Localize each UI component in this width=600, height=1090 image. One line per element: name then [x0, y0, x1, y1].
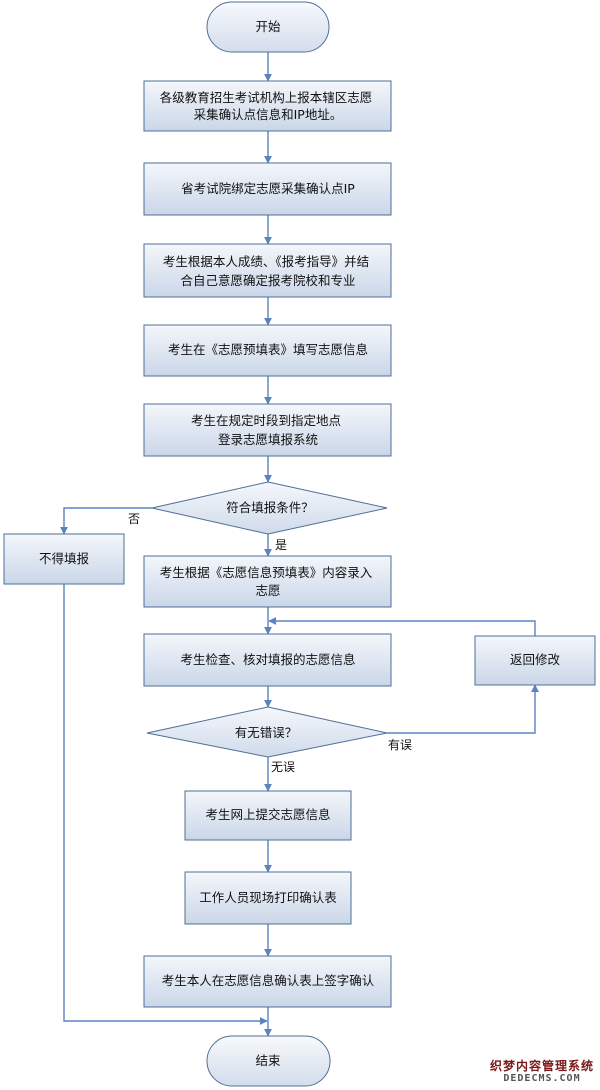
node-step6: 考生根据《志愿信息预填表》内容录入 志愿 — [143, 555, 392, 608]
node-step10: 考生本人在志愿信息确认表上签字确认 — [143, 955, 392, 1008]
node-step5-text: 考生在规定时段到指定地点 登录志愿填报系统 — [191, 413, 345, 447]
node-fix-text: 返回修改 — [510, 652, 561, 667]
watermark-line1: 织梦内容管理系统 — [489, 1058, 594, 1073]
node-step6-text: 考生根据《志愿信息预填表》内容录入 志愿 — [160, 565, 377, 598]
node-step8: 考生网上提交志愿信息 — [184, 790, 352, 841]
watermark-line2: DEDECMS.COM — [503, 1073, 581, 1084]
arrow-decision2-to-fix — [387, 684, 539, 734]
node-step7-text: 考生检查、核对填报的志愿信息 — [180, 652, 355, 667]
node-decision1-text: 符合填报条件？ — [226, 500, 314, 515]
node-reject: 不得填报 — [3, 533, 125, 585]
node-step3: 考生根据本人成绩、《报考指导》并结 合自己意愿确定报考院校和专业 — [143, 243, 392, 298]
edge-label-yes: 是 — [275, 538, 287, 552]
node-step8-text: 考生网上提交志愿信息 — [205, 807, 330, 822]
node-step7: 考生检查、核对填报的志愿信息 — [143, 633, 392, 687]
edge-label-no-error: 无误 — [271, 760, 295, 774]
connectors — [60, 52, 539, 1037]
node-step4-text: 考生在《志愿预填表》填写志愿信息 — [168, 342, 368, 357]
node-decision2-text: 有无错误？ — [235, 725, 298, 740]
node-step9-text: 工作人员现场打印确认表 — [199, 890, 337, 905]
arrow-decision1-to-reject — [60, 507, 152, 535]
arrow-fix-to-step7 — [268, 617, 536, 636]
arrow-reject-to-end — [63, 584, 268, 1025]
node-end: 结束 — [206, 1035, 331, 1087]
node-step9: 工作人员现场打印确认表 — [184, 871, 352, 925]
node-fix: 返回修改 — [474, 635, 596, 686]
node-decision1: 符合填报条件？ — [151, 481, 388, 535]
node-step1: 各级教育招生考试机构上报本辖区志愿 采集确认点信息和IP地址。 — [143, 80, 392, 132]
node-step5: 考生在规定时段到指定地点 登录志愿填报系统 — [143, 403, 392, 457]
node-decision2: 有无错误？ — [146, 706, 388, 758]
node-start: 开始 — [206, 1, 330, 53]
node-reject-text: 不得填报 — [39, 551, 90, 566]
watermark-logo: 织梦内容管理系统 DEDECMS.COM — [489, 1058, 594, 1084]
node-step4: 考生在《志愿预填表》填写志愿信息 — [143, 324, 392, 377]
edge-label-no: 否 — [128, 512, 140, 526]
node-end-text: 结束 — [255, 1053, 281, 1068]
node-step10-text: 考生本人在志愿信息确认表上签字确认 — [162, 973, 375, 988]
node-step2: 省考试院绑定志愿采集确认点IP — [143, 162, 392, 216]
node-step2-text: 省考试院绑定志愿采集确认点IP — [181, 181, 355, 196]
node-step3-text: 考生根据本人成绩、《报考指导》并结 合自己意愿确定报考院校和专业 — [163, 254, 373, 288]
edge-label-has-error: 有误 — [388, 738, 412, 752]
node-step1-text: 各级教育招生考试机构上报本辖区志愿 采集确认点信息和IP地址。 — [160, 90, 377, 122]
node-start-text: 开始 — [255, 19, 281, 34]
